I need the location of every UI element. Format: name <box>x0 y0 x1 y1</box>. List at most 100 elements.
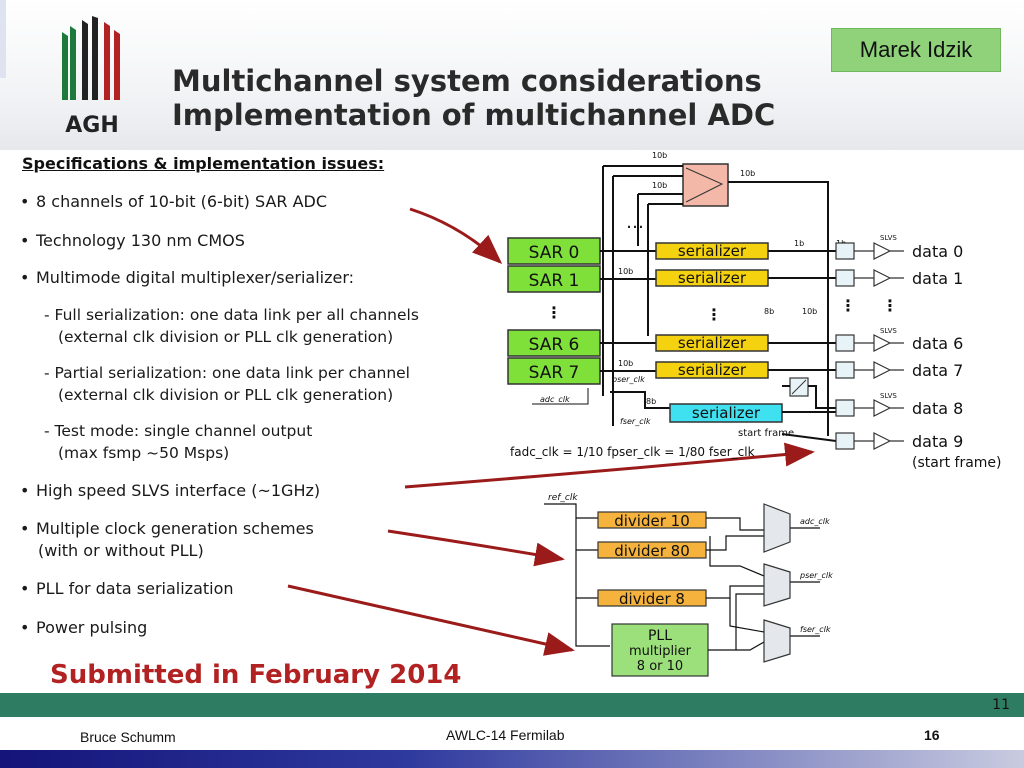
slvs-buffers <box>854 242 904 450</box>
bus-label: 10b <box>802 307 817 316</box>
sar-block-6: SAR 6 <box>507 329 601 357</box>
bullet-item: •8 channels of 10-bit (6-bit) SAR ADC <box>20 192 328 211</box>
pll-block: PLL multiplier 8 or 10 <box>611 623 709 677</box>
svg-text:SAR 1: SAR 1 <box>529 271 580 291</box>
logo-text: AGH <box>65 113 119 138</box>
bottom-bar <box>0 693 1024 717</box>
arrow-to-slvs <box>404 442 815 489</box>
data-output-9: data 9 <box>912 432 963 451</box>
adc-block-diagram: 10b 10b 10b … SAR 0 SAR 1 ⋮ SAR 6 SAR 7 … <box>507 151 1002 677</box>
svg-text:serializer: serializer <box>678 334 747 352</box>
divider-8: divider 8 <box>597 589 707 608</box>
bus-label: 10b <box>652 151 667 160</box>
data-output-0: data 0 <box>912 242 963 261</box>
svg-text:divider 10: divider 10 <box>614 512 690 530</box>
sar-block-0: SAR 0 <box>507 237 601 265</box>
slvs-label: SLVS <box>880 392 897 400</box>
signal-label: pser_clk <box>611 375 645 384</box>
bullet-item: •Power pulsing <box>20 618 148 637</box>
mini-mux <box>789 377 809 397</box>
bullet-item: •Technology 130 nm CMOS <box>20 231 245 250</box>
mux-out-label: 10b <box>740 169 755 178</box>
sar-block-7: SAR 7 <box>507 357 601 385</box>
bullet-item: •High speed SLVS interface (~1GHz) <box>20 481 321 500</box>
bus-label: 10b <box>618 267 633 276</box>
bus-label: 8b <box>764 307 774 316</box>
bullet-item: •PLL for data serialization <box>20 579 234 598</box>
footer-event: AWLC-14 Fermilab <box>446 727 565 743</box>
svg-text:8 or 10: 8 or 10 <box>637 659 683 674</box>
svg-text:pser_clk: pser_clk <box>799 571 833 580</box>
svg-text:multiplier: multiplier <box>629 644 692 659</box>
sub-item-3-line-2: (max fsmp ~50 Msps) <box>58 444 230 462</box>
svg-text:serializer: serializer <box>678 361 747 379</box>
svg-text:⋮: ⋮ <box>840 296 856 315</box>
dots-icon: … <box>626 212 644 233</box>
svg-text:SAR 0: SAR 0 <box>529 243 580 263</box>
divider-10: divider 10 <box>597 511 707 530</box>
frequency-formula: fadc_clk = 1/10 fpser_clk = 1/80 fser_cl… <box>510 445 755 459</box>
slide-number: 11 <box>992 697 1010 713</box>
arrow-to-sar <box>409 207 503 265</box>
clock-wires <box>706 517 820 651</box>
arrow-to-dividers <box>387 529 565 567</box>
divider-80: divider 80 <box>597 541 707 560</box>
serializer-main: serializer <box>669 403 783 423</box>
start-frame-note: (start frame) <box>912 455 1002 471</box>
sub-item-3-line-1: - Test mode: single channel output <box>44 422 313 440</box>
signal-label: fser_clk <box>620 417 651 426</box>
footer-author: Bruce Schumm <box>80 729 176 745</box>
data-output-6: data 6 <box>912 334 963 353</box>
serializer-0: serializer <box>655 242 769 260</box>
output-drivers <box>835 242 855 450</box>
data-output-1: data 1 <box>912 269 963 288</box>
title-line-1: Multichannel system considerations <box>172 64 762 98</box>
sar-dots: ⋮ <box>546 303 562 322</box>
slvs-label: SLVS <box>880 234 897 242</box>
slide-title: Multichannel system considerations Imple… <box>172 64 775 132</box>
sar-block-1: SAR 1 <box>507 265 601 293</box>
bus-label: 10b <box>618 359 633 368</box>
start-frame-label: start frame <box>738 428 794 439</box>
bullet-item: •Multimode digital multiplexer/serialize… <box>20 268 355 287</box>
svg-text:fser_clk: fser_clk <box>800 625 831 634</box>
svg-text:divider 8: divider 8 <box>619 590 685 608</box>
footer-strip <box>0 750 1024 768</box>
corner-mark <box>0 0 6 78</box>
svg-text:serializer: serializer <box>692 404 761 422</box>
author-badge: Marek Idzik <box>831 28 1001 72</box>
clock-muxes <box>763 503 791 663</box>
sub-item-1-line-2: (external clk division or PLL clk genera… <box>58 328 394 346</box>
clock-generation-block: ref_clk divider 10 divider 80 divider 8 … <box>544 493 833 677</box>
sar-output-wires <box>600 250 670 409</box>
serializer-dots: ⋮ <box>706 305 722 324</box>
spec-heading: Specifications & implementation issues: <box>22 154 385 173</box>
data-output-8: data 8 <box>912 399 963 418</box>
sub-item-2-line-2: (external clk division or PLL clk genera… <box>58 386 394 404</box>
serializer-7: serializer <box>655 361 769 379</box>
mux-block <box>682 163 729 207</box>
header-band <box>0 0 1024 150</box>
serializer-output-wires <box>768 250 837 442</box>
data-output-7: data 7 <box>912 361 963 380</box>
svg-text:serializer: serializer <box>678 269 747 287</box>
footer-page-number: 16 <box>924 727 940 743</box>
logo-bars-icon <box>62 16 120 100</box>
serializer-6: serializer <box>655 334 769 352</box>
svg-text:PLL: PLL <box>648 628 672 644</box>
title-line-2: Implementation of multichannel ADC <box>172 98 776 132</box>
svg-text:serializer: serializer <box>678 242 747 260</box>
sub-item-2-line-1: - Partial serialization: one data link p… <box>44 364 410 382</box>
bullet-item: •Multiple clock generation schemes <box>20 519 314 538</box>
svg-text:⋮: ⋮ <box>882 296 898 315</box>
signal-label: adc_clk <box>540 395 570 404</box>
bus-label: 1b <box>794 239 804 248</box>
svg-text:adc_clk: adc_clk <box>800 517 830 526</box>
ref-clk-label: ref_clk <box>548 493 578 503</box>
bus-label: 8b <box>646 397 656 406</box>
arrow-to-pll <box>287 584 575 656</box>
submitted-note: Submitted in February 2014 <box>50 660 462 690</box>
serializer-1: serializer <box>655 269 769 287</box>
bus-label: 10b <box>652 181 667 190</box>
slvs-label: SLVS <box>880 327 897 335</box>
